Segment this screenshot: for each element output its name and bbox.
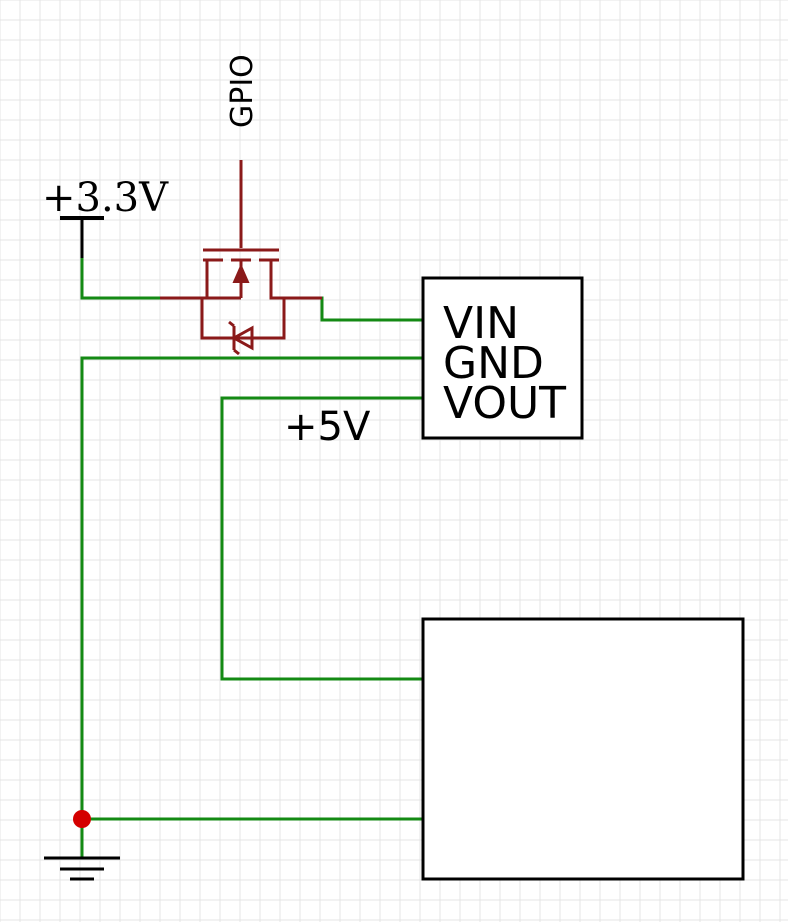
label-gpio: GPIO: [225, 54, 260, 128]
wire-drain-to-vin[interactable]: [320, 296, 426, 322]
wires: [80, 256, 426, 860]
ground-icon: [44, 856, 120, 881]
pmos-transistor-icon[interactable]: [160, 160, 322, 340]
load-block[interactable]: [421, 617, 745, 881]
vcc-rail-icon: [60, 216, 104, 258]
label-5v: +5V: [284, 404, 371, 450]
wire-3v3-to-source[interactable]: [80, 256, 162, 300]
junction-dot-icon: [73, 810, 91, 828]
pin-vin: VIN: [443, 298, 519, 349]
body-diode-icon: [228, 320, 254, 356]
pin-gnd: GND: [443, 338, 544, 389]
wire-gnd-to-ground[interactable]: [80, 356, 426, 860]
label-3v3: +3.3V: [42, 175, 169, 221]
regulator-module[interactable]: [421, 276, 584, 440]
wire-vout-to-load[interactable]: [220, 396, 426, 681]
pin-vout: VOUT: [443, 378, 566, 429]
